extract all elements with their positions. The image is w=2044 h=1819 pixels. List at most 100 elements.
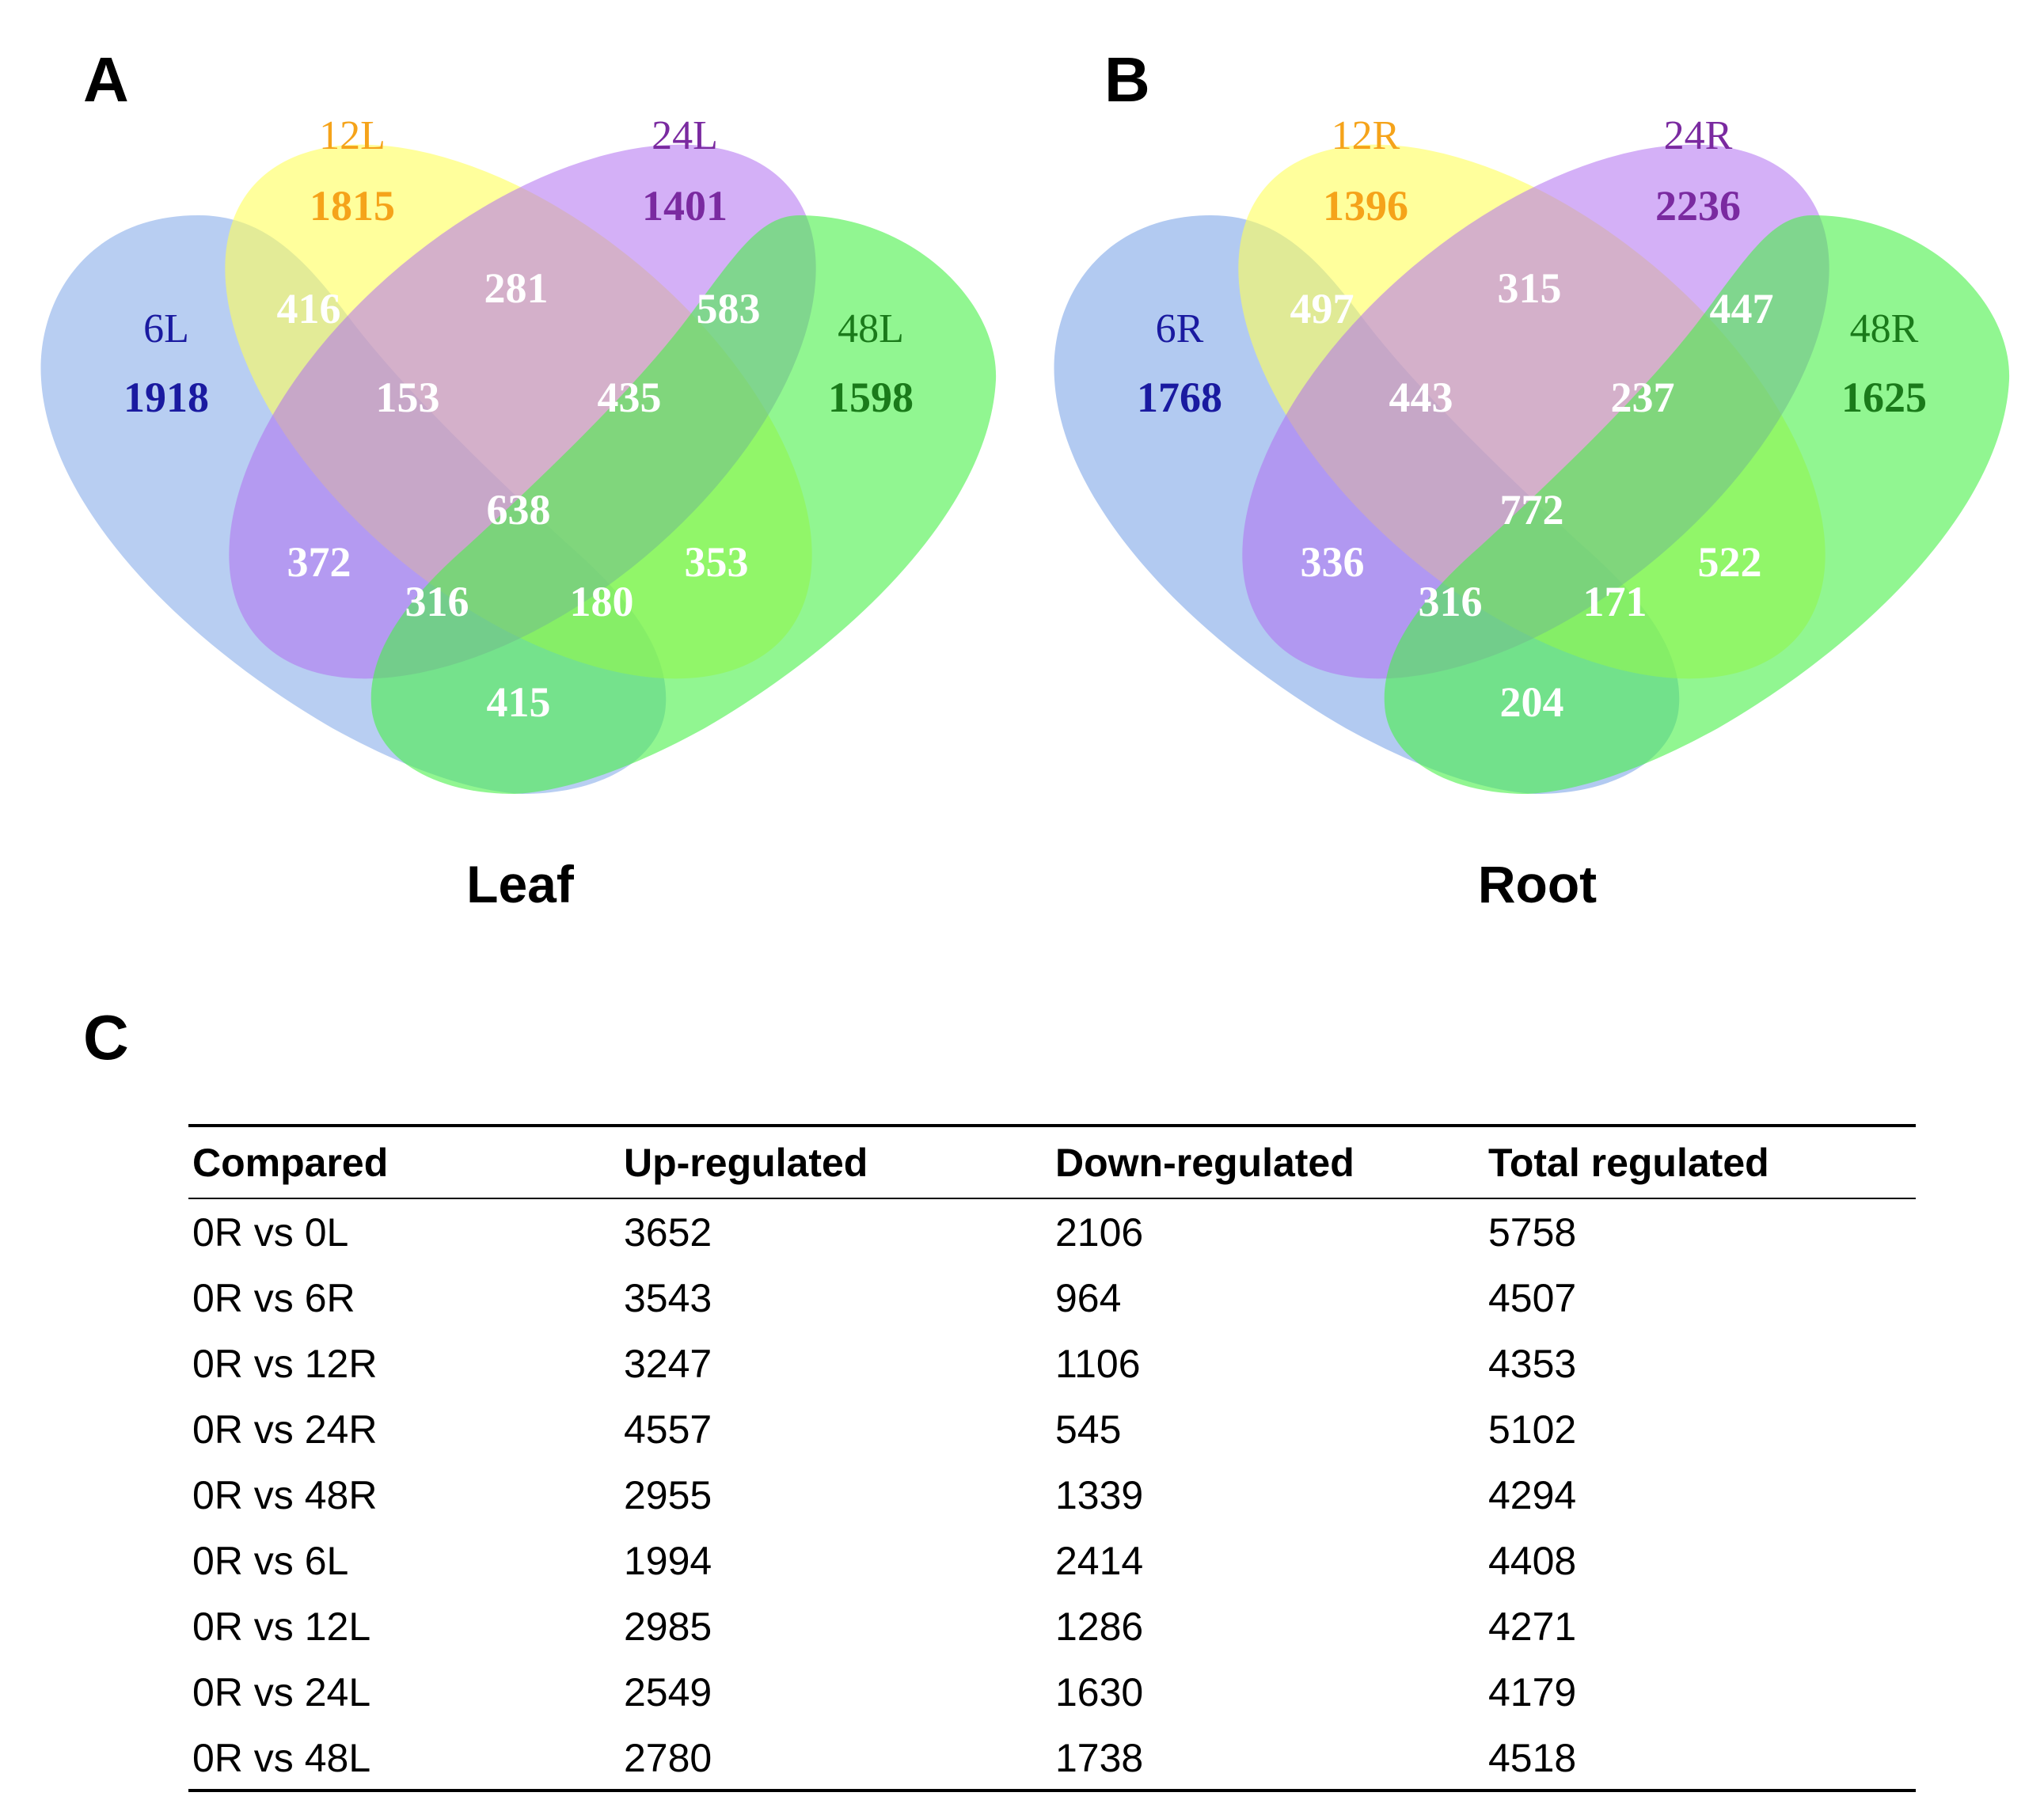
region-count-all: 772 bbox=[1500, 486, 1564, 534]
panel-letter-b: B bbox=[1104, 44, 1150, 115]
cell-compared: 0R vs 24R bbox=[192, 1407, 377, 1452]
region-count-12-24-48: 435 bbox=[598, 374, 662, 421]
region-count-12-48: 353 bbox=[685, 538, 749, 586]
cell-up: 2780 bbox=[624, 1736, 712, 1780]
cell-total: 4518 bbox=[1488, 1736, 1576, 1780]
cell-compared: 0R vs 24L bbox=[192, 1670, 370, 1715]
set-count-24l: 1401 bbox=[642, 182, 728, 230]
region-count-24-48: 583 bbox=[697, 285, 761, 332]
region-count-all: 638 bbox=[487, 486, 551, 534]
cell-down: 1106 bbox=[1055, 1342, 1141, 1386]
table-row: 0R vs 24R 4557 545 5102 bbox=[192, 1407, 1576, 1452]
cell-up: 3543 bbox=[624, 1276, 712, 1320]
table-row: 0R vs 6L 1994 2414 4408 bbox=[192, 1539, 1576, 1583]
cell-total: 4271 bbox=[1488, 1604, 1576, 1649]
cell-down: 2414 bbox=[1055, 1539, 1143, 1583]
cell-down: 1630 bbox=[1055, 1670, 1143, 1715]
panel-letter-a: A bbox=[83, 44, 129, 115]
region-count-6-12-24: 443 bbox=[1389, 374, 1453, 421]
cell-down: 1339 bbox=[1055, 1473, 1143, 1517]
venn-labels-a: 6L 1918 12L 1815 24L 1401 48L 1598 416 2… bbox=[123, 113, 914, 726]
column-header-down-regulated: Down-regulated bbox=[1055, 1141, 1354, 1185]
venn-labels-b: 6R 1768 12R 1396 24R 2236 48R 1625 497 3… bbox=[1137, 113, 1927, 726]
set-label-12r: 12R bbox=[1332, 113, 1400, 158]
cell-up: 1994 bbox=[624, 1539, 712, 1583]
set-count-24r: 2236 bbox=[1655, 182, 1741, 230]
region-count-6-48: 415 bbox=[487, 678, 551, 726]
set-count-12r: 1396 bbox=[1323, 182, 1408, 230]
cell-compared: 0R vs 6R bbox=[192, 1276, 355, 1320]
panel-caption-root: Root bbox=[1478, 855, 1597, 913]
cell-up: 2985 bbox=[624, 1604, 712, 1649]
cell-total: 4294 bbox=[1488, 1473, 1576, 1517]
venn-ellipses-b bbox=[1054, 144, 2010, 794]
cell-up: 2549 bbox=[624, 1670, 712, 1715]
cell-total: 5758 bbox=[1488, 1210, 1576, 1255]
cell-compared: 0R vs 0L bbox=[192, 1210, 348, 1255]
region-count-12-24-48: 237 bbox=[1611, 374, 1675, 421]
column-header-total-regulated: Total regulated bbox=[1488, 1141, 1769, 1185]
set-label-24l: 24L bbox=[652, 113, 718, 158]
table-row: 0R vs 48R 2955 1339 4294 bbox=[192, 1473, 1576, 1517]
table-row: 0R vs 12R 3247 1106 4353 bbox=[192, 1342, 1576, 1386]
table-row: 0R vs 48L 2780 1738 4518 bbox=[192, 1736, 1576, 1780]
table-row: 0R vs 24L 2549 1630 4179 bbox=[192, 1670, 1576, 1715]
region-count-6-12: 416 bbox=[277, 285, 341, 332]
set-count-12l: 1815 bbox=[310, 182, 395, 230]
cell-down: 964 bbox=[1055, 1276, 1121, 1320]
cell-total: 4179 bbox=[1488, 1670, 1576, 1715]
set-label-48r: 48R bbox=[1850, 306, 1919, 351]
cell-down: 1738 bbox=[1055, 1736, 1143, 1780]
cell-down: 1286 bbox=[1055, 1604, 1143, 1649]
cell-up: 3652 bbox=[624, 1210, 712, 1255]
region-count-6-12-24: 153 bbox=[376, 374, 440, 421]
set-label-6r: 6R bbox=[1156, 306, 1204, 351]
set-label-24r: 24R bbox=[1664, 113, 1733, 158]
venn-panel-a: A 6L 1918 12L 1815 24L 1401 48L 1598 416… bbox=[40, 44, 997, 913]
region-count-6-24: 372 bbox=[287, 538, 351, 586]
cell-up: 3247 bbox=[624, 1342, 712, 1386]
region-count-24-48: 447 bbox=[1710, 285, 1774, 332]
cell-compared: 0R vs 12L bbox=[192, 1604, 370, 1649]
region-count-6-24-48: 316 bbox=[405, 578, 469, 625]
venn-panel-b: B 6R 1768 12R 1396 24R 2236 48R 1625 497… bbox=[1054, 44, 2010, 913]
cell-compared: 0R vs 6L bbox=[192, 1539, 348, 1583]
table-header-row: Compared Up-regulated Down-regulated Tot… bbox=[192, 1141, 1769, 1185]
panel-letter-c: C bbox=[83, 1002, 129, 1073]
set-label-6l: 6L bbox=[143, 306, 189, 351]
table-body: 0R vs 0L 3652 2106 5758 0R vs 6R 3543 96… bbox=[192, 1210, 1576, 1780]
ellipse-24l bbox=[229, 144, 816, 679]
cell-total: 4408 bbox=[1488, 1539, 1576, 1583]
cell-down: 545 bbox=[1055, 1407, 1121, 1452]
cell-compared: 0R vs 12R bbox=[192, 1342, 377, 1386]
column-header-up-regulated: Up-regulated bbox=[624, 1141, 868, 1185]
cell-compared: 0R vs 48R bbox=[192, 1473, 377, 1517]
set-count-6r: 1768 bbox=[1137, 374, 1222, 421]
table-row: 0R vs 6R 3543 964 4507 bbox=[192, 1276, 1576, 1320]
region-count-6-12-48: 171 bbox=[1583, 578, 1647, 625]
cell-total: 4353 bbox=[1488, 1342, 1576, 1386]
column-header-compared: Compared bbox=[192, 1141, 388, 1185]
table-row: 0R vs 12L 2985 1286 4271 bbox=[192, 1604, 1576, 1649]
region-count-12-48: 522 bbox=[1698, 538, 1762, 586]
ellipse-24r bbox=[1242, 144, 1829, 679]
regulation-table: C Compared Up-regulated Down-regulated T… bbox=[83, 1002, 1916, 1792]
set-label-48l: 48L bbox=[838, 306, 904, 351]
cell-up: 2955 bbox=[624, 1473, 712, 1517]
cell-compared: 0R vs 48L bbox=[192, 1736, 370, 1780]
table-row: 0R vs 0L 3652 2106 5758 bbox=[192, 1210, 1576, 1255]
region-count-6-24: 336 bbox=[1301, 538, 1365, 586]
cell-down: 2106 bbox=[1055, 1210, 1143, 1255]
region-count-12-24: 281 bbox=[484, 264, 549, 312]
cell-total: 5102 bbox=[1488, 1407, 1576, 1452]
set-count-48l: 1598 bbox=[828, 374, 914, 421]
set-label-12l: 12L bbox=[319, 113, 386, 158]
region-count-6-24-48: 316 bbox=[1419, 578, 1483, 625]
region-count-6-12: 497 bbox=[1290, 285, 1354, 332]
ellipse-48r bbox=[1384, 215, 2010, 794]
region-count-12-24: 315 bbox=[1498, 264, 1562, 312]
venn-ellipses-a bbox=[40, 144, 997, 794]
cell-up: 4557 bbox=[624, 1407, 712, 1452]
region-count-6-48: 204 bbox=[1500, 678, 1564, 726]
